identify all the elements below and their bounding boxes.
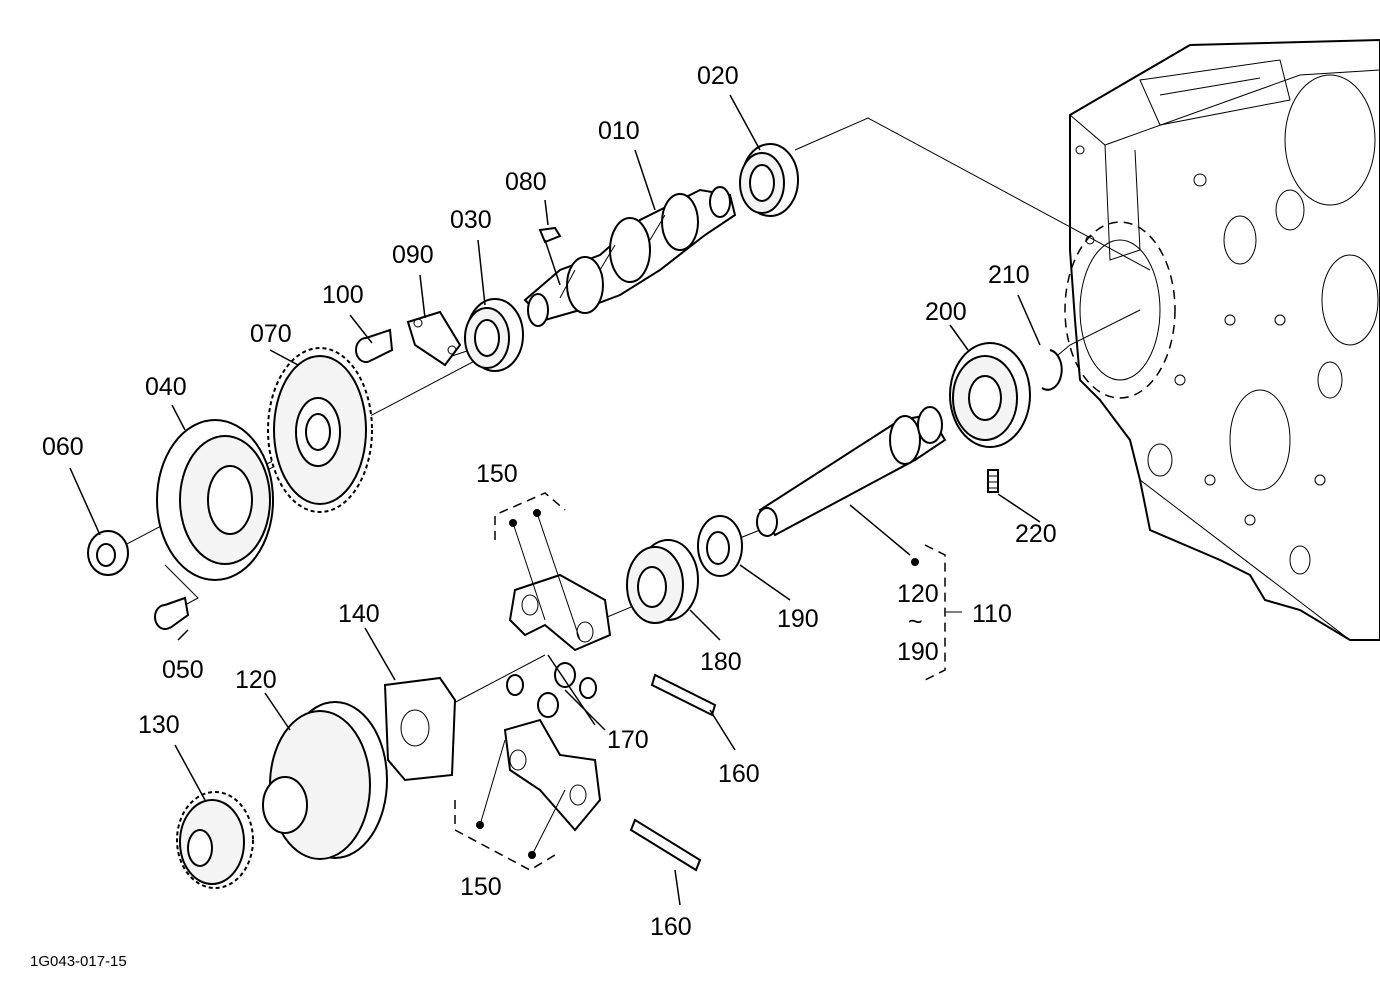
callout-070: 070 [250,320,292,348]
callout-050: 050 [162,656,204,684]
key-080 [538,226,562,244]
roller-170 [506,662,597,718]
callout-090: 090 [392,241,434,269]
bolt-100 [355,328,394,363]
callout-120: 120 [235,666,277,694]
callout-220: 220 [1015,520,1057,548]
weight-holder-upper [508,573,612,652]
gear-070 [267,347,373,513]
callout-140: 140 [338,600,380,628]
range-separator: ~ [908,608,923,636]
plate-140 [383,676,457,782]
callout-060: 060 [42,433,84,461]
bearing-200 [949,342,1031,448]
washer-190 [697,515,743,577]
nut-060 [87,530,129,576]
pin-160 [629,673,717,872]
callout-labels: 020 010 080 030 090 100 070 040 060 050 … [42,62,1057,941]
diagram-code: 1G043-017-15 [30,953,127,970]
callout-020: 020 [697,62,739,90]
bearing-030 [464,298,524,372]
drum-120 [262,701,388,860]
callout-110: 110 [972,600,1012,628]
callout-160-upper: 160 [718,760,760,788]
callout-100: 100 [322,281,364,309]
plate-090 [406,310,462,367]
callout-030: 030 [450,206,492,234]
engine-housing [1064,38,1380,641]
callout-080: 080 [505,168,547,196]
callout-190: 190 [777,605,819,633]
callout-170: 170 [607,726,649,754]
callout-130: 130 [138,711,180,739]
cover-040 [156,419,274,581]
leader-lines [69,94,1041,906]
governor-shaft [756,406,947,537]
weight-holder-lower [503,718,602,832]
bearing-020 [739,143,799,217]
sleeve-180 [626,539,699,624]
group-brackets [454,492,962,871]
callout-150-top: 150 [476,460,518,488]
screw-220 [987,469,999,493]
callout-010: 010 [598,117,640,145]
callout-150-bottom: 150 [460,873,502,901]
callout-160-lower: 160 [650,913,692,941]
callout-180: 180 [700,648,742,676]
gear-130 [176,791,254,889]
callout-210: 210 [988,261,1030,289]
bolt-050 [154,596,190,630]
callout-200: 200 [925,298,967,326]
callout-120-range-start: 120 [897,580,939,608]
camshaft [523,186,737,327]
circlip-210 [1041,349,1063,391]
callout-040: 040 [145,373,187,401]
callout-190-range-end: 190 [897,638,939,666]
